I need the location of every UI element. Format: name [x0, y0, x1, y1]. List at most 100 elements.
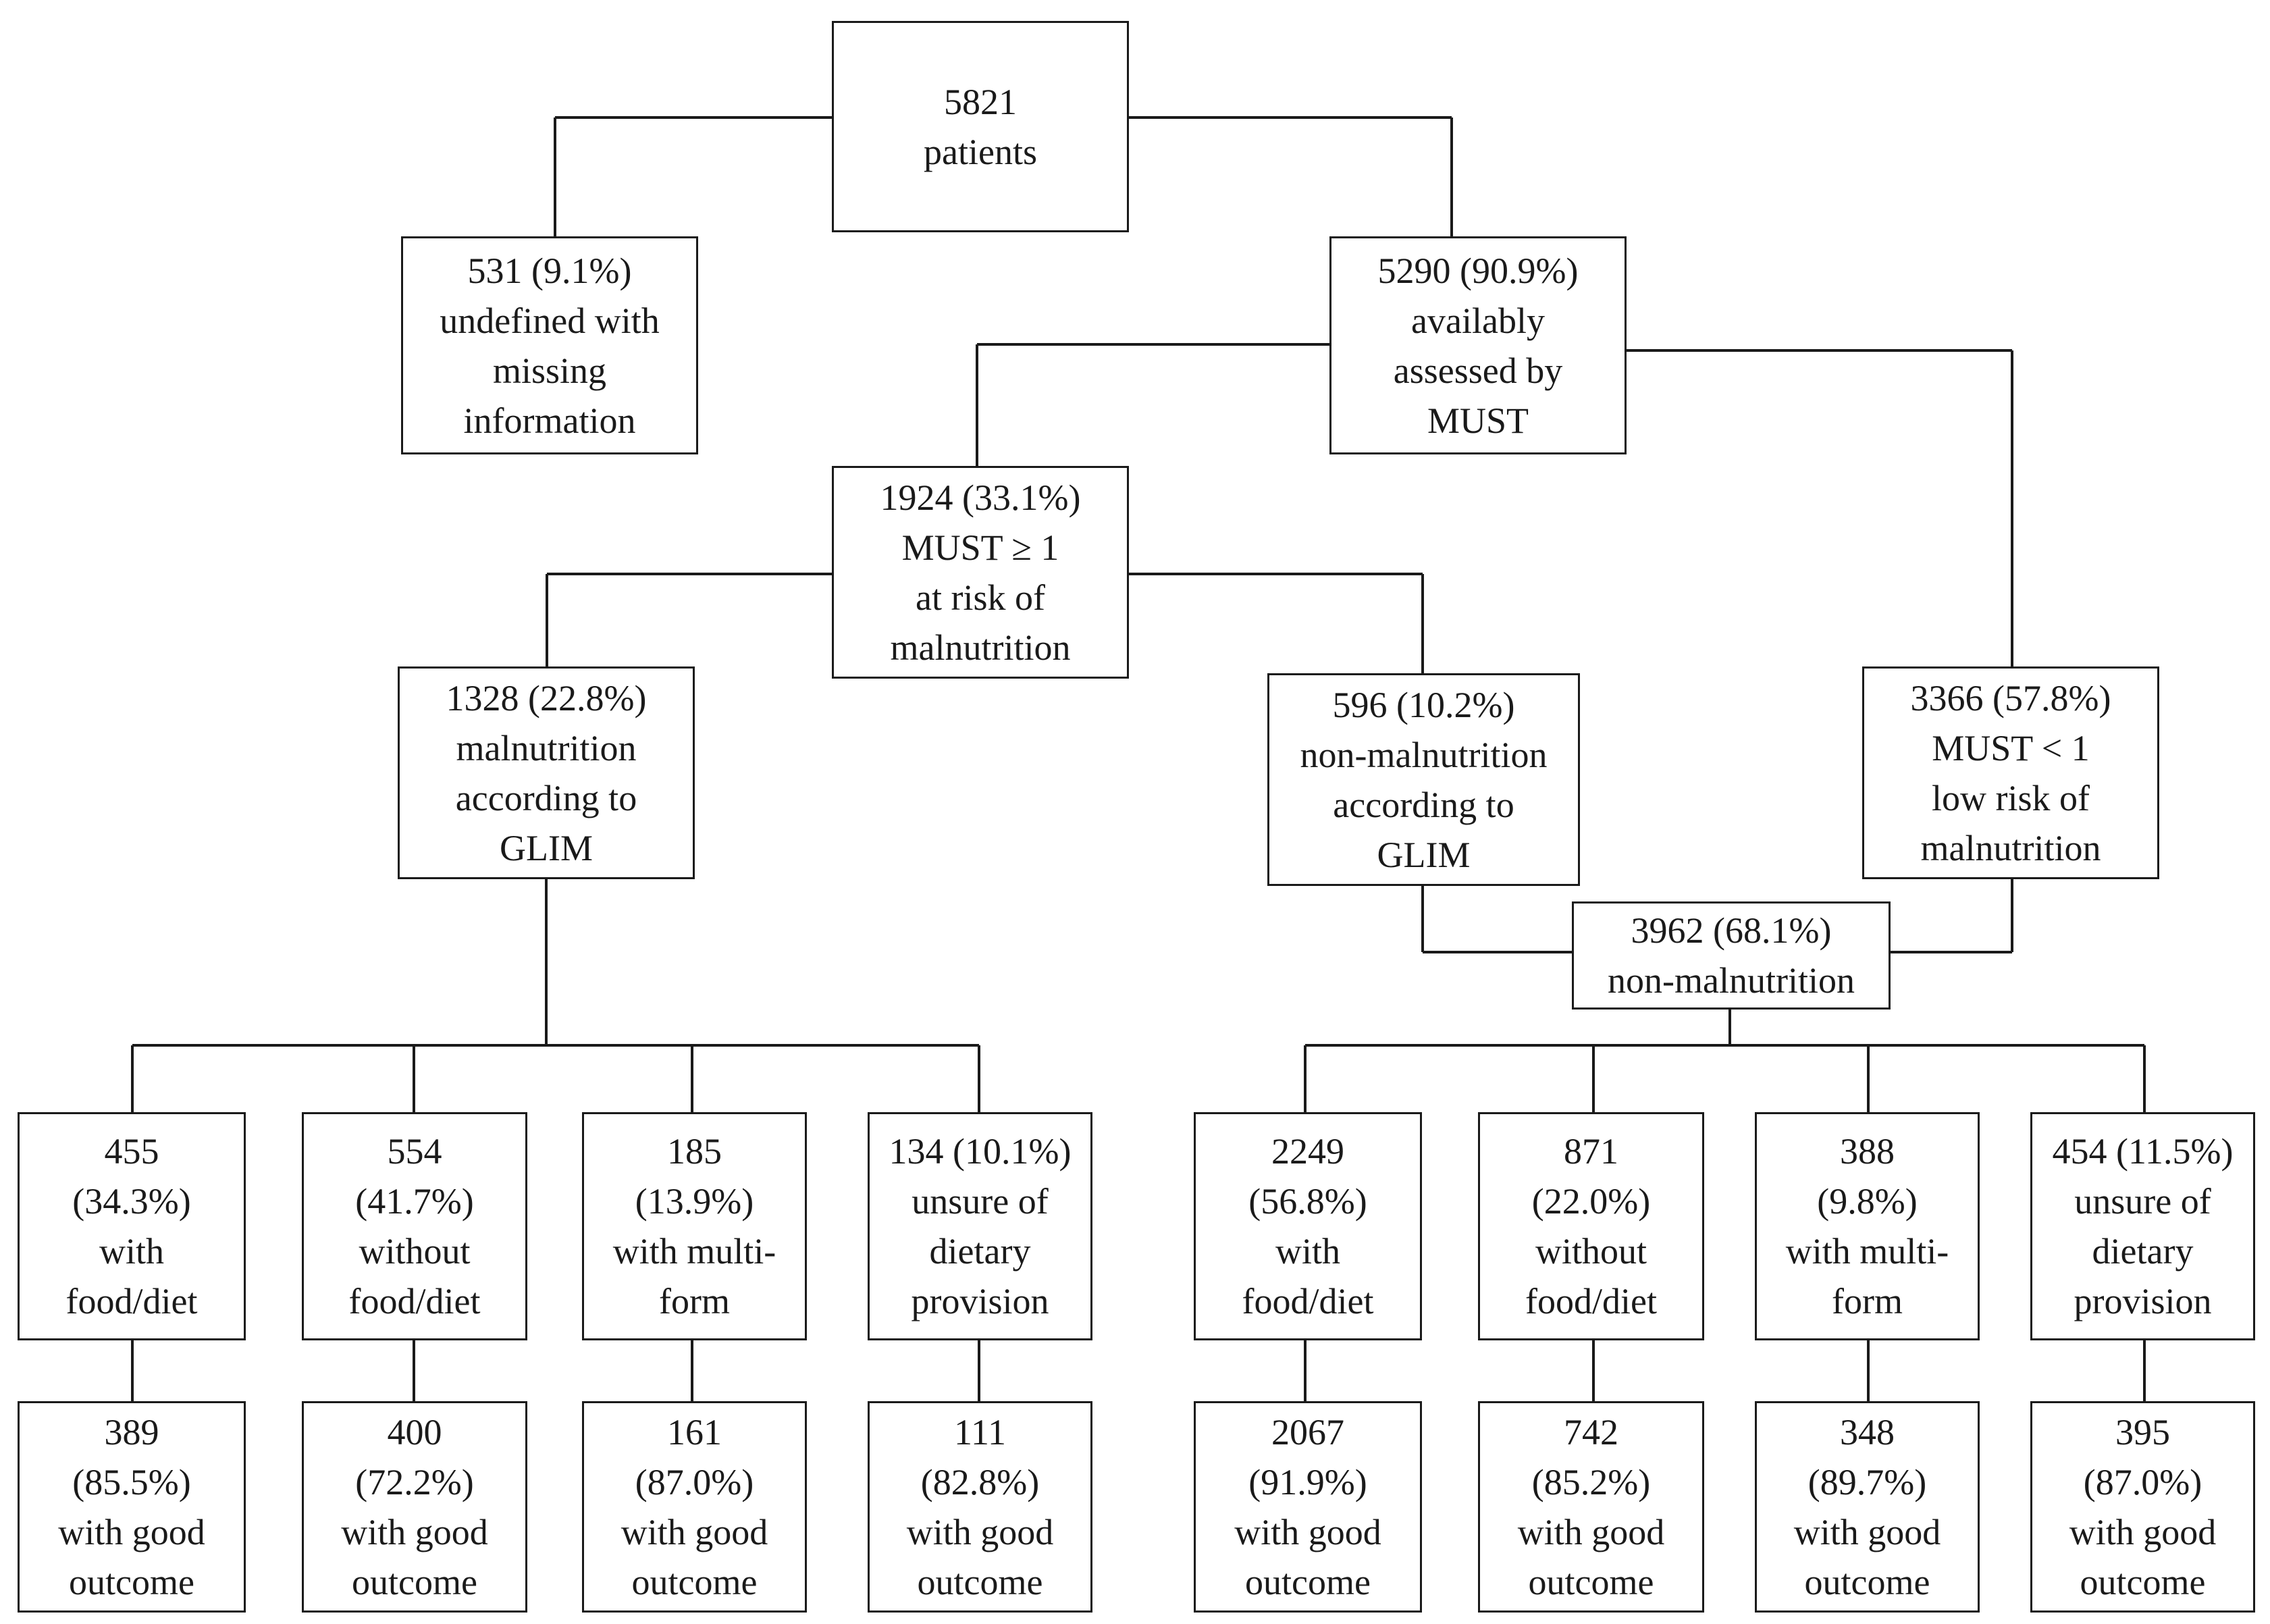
node-text: (87.0%): [635, 1461, 754, 1502]
node-text: food/diet: [65, 1281, 198, 1321]
node-text: outcome: [1804, 1561, 1930, 1602]
node-text: 742: [1564, 1411, 1618, 1452]
node-text: assessed by: [1393, 350, 1563, 391]
node-text: 395: [2115, 1411, 2170, 1452]
node-text: dietary: [2092, 1231, 2194, 1272]
node-text: 3366 (57.8%): [1910, 677, 2111, 718]
node-text: with good: [2069, 1511, 2217, 1552]
node-text: (85.5%): [72, 1461, 191, 1502]
node-text: 185: [667, 1131, 722, 1172]
node-mal-without-food-outcome: 400 (72.2%) with good outcome: [302, 1401, 527, 1613]
node-text: (85.2%): [1531, 1461, 1651, 1502]
node-text: without: [359, 1231, 471, 1272]
node-text: 389: [104, 1411, 159, 1452]
node-text: 554: [387, 1131, 442, 1172]
node-text: outcome: [631, 1561, 758, 1602]
node-text: according to: [1333, 784, 1514, 825]
node-text: with: [1275, 1231, 1340, 1272]
node-text: 596 (10.2%): [1332, 684, 1515, 725]
node-mal-unsure-diet: 134 (10.1%) unsure of dietary provision: [868, 1112, 1092, 1340]
node-nonmal-multi-form-outcome: 348 (89.7%) with good outcome: [1755, 1401, 1980, 1613]
node-text: (9.8%): [1817, 1181, 1918, 1222]
node-total-patients: 5821 patients: [832, 21, 1129, 232]
node-text: MUST ≥ 1: [901, 527, 1059, 568]
node-text: according to: [455, 777, 637, 818]
node-text: 388: [1840, 1131, 1895, 1172]
node-text: outcome: [1245, 1561, 1371, 1602]
node-text: (22.0%): [1531, 1181, 1651, 1222]
node-text: 1328 (22.8%): [446, 677, 647, 718]
node-text: form: [1832, 1281, 1903, 1321]
node-text: with good: [621, 1511, 768, 1552]
node-mal-without-food: 554 (41.7%) without food/diet: [302, 1112, 527, 1340]
node-text: 2249: [1271, 1131, 1344, 1172]
node-text: (82.8%): [920, 1461, 1040, 1502]
node-text: malnutrition: [1920, 827, 2101, 868]
node-text: food/diet: [348, 1281, 481, 1321]
node-text: 871: [1564, 1131, 1618, 1172]
node-text: (91.9%): [1248, 1461, 1367, 1502]
node-text: with good: [1234, 1511, 1381, 1552]
node-text: undefined with: [440, 300, 660, 341]
node-nonmal-unsure-diet: 454 (11.5%) unsure of dietary provision: [2030, 1112, 2255, 1340]
node-text: (87.0%): [2083, 1461, 2202, 1502]
node-text: non-malnutrition: [1300, 734, 1548, 775]
node-text: 348: [1840, 1411, 1895, 1452]
node-mal-multi-form-outcome: 161 (87.0%) with good outcome: [582, 1401, 807, 1613]
node-text: with good: [58, 1511, 205, 1552]
node-must-at-risk: 1924 (33.1%) MUST ≥ 1 at risk of malnutr…: [832, 466, 1129, 679]
node-text: outcome: [69, 1561, 194, 1602]
node-text: 161: [667, 1411, 722, 1452]
node-text: GLIM: [1377, 834, 1471, 875]
node-text: 531 (9.1%): [467, 250, 632, 291]
node-nonmal-multi-form: 388 (9.8%) with multi- form: [1755, 1112, 1980, 1340]
node-nonmal-unsure-diet-outcome: 395 (87.0%) with good outcome: [2030, 1401, 2255, 1613]
node-text: with multi-: [612, 1231, 776, 1272]
node-text: with: [99, 1231, 164, 1272]
node-text: 455: [104, 1131, 159, 1172]
node-text: provision: [911, 1281, 1049, 1321]
node-text: missing: [492, 350, 607, 391]
node-text: malnutrition: [890, 627, 1071, 668]
node-text: provision: [2074, 1281, 2212, 1321]
node-text: (56.8%): [1248, 1181, 1367, 1222]
node-text: 5290 (90.9%): [1377, 250, 1579, 291]
node-text: with good: [1793, 1511, 1941, 1552]
node-text: (89.7%): [1807, 1461, 1927, 1502]
node-glim-malnutrition: 1328 (22.8%) malnutrition according to G…: [398, 666, 695, 879]
node-text: MUST < 1: [1932, 727, 2090, 768]
node-text: 400: [387, 1411, 442, 1452]
node-text: with good: [341, 1511, 488, 1552]
node-text: dietary: [929, 1231, 1031, 1272]
node-undefined-missing: 531 (9.1%) undefined with missing inform…: [401, 236, 698, 454]
node-nonmal-without-food-outcome: 742 (85.2%) with good outcome: [1478, 1401, 1704, 1613]
node-mal-with-food-outcome: 389 (85.5%) with good outcome: [18, 1401, 246, 1613]
node-text: at risk of: [916, 577, 1045, 618]
node-non-malnutrition-total: 3962 (68.1%) non-malnutrition: [1572, 901, 1891, 1010]
node-nonmal-without-food: 871 (22.0%) without food/diet: [1478, 1112, 1704, 1340]
node-mal-multi-form: 185 (13.9%) with multi- form: [582, 1112, 807, 1340]
node-text: unsure of: [912, 1181, 1049, 1222]
node-text: information: [463, 400, 636, 441]
node-text: MUST: [1427, 400, 1529, 441]
node-text: with multi-: [1785, 1231, 1949, 1272]
node-text: 134 (10.1%): [889, 1131, 1072, 1172]
node-text: 1924 (33.1%): [880, 477, 1081, 518]
node-text: 454 (11.5%): [2052, 1131, 2234, 1172]
node-text: without: [1535, 1231, 1647, 1272]
node-text: with good: [906, 1511, 1054, 1552]
node-nonmal-with-food-outcome: 2067 (91.9%) with good outcome: [1194, 1401, 1422, 1613]
node-text: form: [659, 1281, 730, 1321]
node-mal-with-food: 455 (34.3%) with food/diet: [18, 1112, 246, 1340]
node-text: outcome: [1528, 1561, 1654, 1602]
node-text: outcome: [917, 1561, 1043, 1602]
node-text: 2067: [1271, 1411, 1344, 1452]
node-text: low risk of: [1932, 777, 2090, 818]
node-text: outcome: [352, 1561, 477, 1602]
node-text: 3962 (68.1%): [1631, 910, 1832, 951]
node-text: 111: [954, 1411, 1006, 1452]
node-text: food/diet: [1525, 1281, 1657, 1321]
node-text: GLIM: [500, 827, 593, 868]
node-text: non-malnutrition: [1608, 960, 1855, 1001]
